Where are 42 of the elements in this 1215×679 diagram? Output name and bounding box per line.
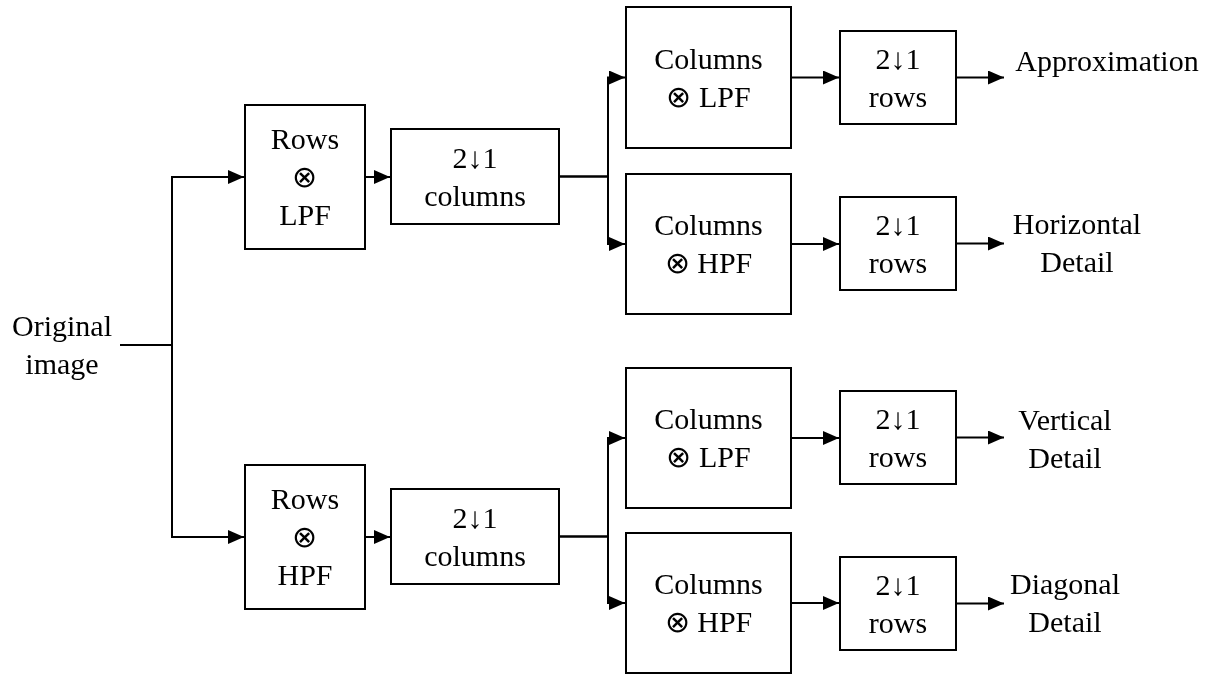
box-label: Columns ⊗ HPF [654,207,763,281]
process-box [244,464,366,610]
box-label: 2↓1 rows [868,206,928,281]
box-label: 2↓1 columns [424,139,526,214]
box-label: Rows ⊗ LPF [270,121,340,233]
box-label: Rows ⊗ HPF [270,481,340,593]
process-box [390,488,560,585]
signal-label: Original image [12,308,112,382]
arrow [559,535,626,610]
arrow [791,70,840,85]
box-label: Columns ⊗ HPF [654,566,763,640]
arrow [365,170,391,184]
process-box [625,532,792,674]
box-label: 2↓1 columns [424,499,526,574]
arrow [956,70,1005,85]
signal-label: Horizontal Detail [1012,206,1142,280]
arrow [956,596,1005,611]
process-box [244,104,366,250]
arrow [559,175,626,251]
arrow [791,596,840,610]
arrow [956,236,1005,251]
process-box [625,6,792,149]
arrow [365,530,391,544]
box-label: 2↓1 rows [868,400,928,475]
box-label: Columns ⊗ LPF [654,40,763,115]
process-box [839,556,957,651]
signal-label: Vertical Detail [1018,402,1112,476]
signal-label: Diagonal Detail [1010,566,1120,640]
process-box [839,390,957,485]
box-label: 2↓1 rows [868,566,928,641]
arrow [791,237,840,251]
process-box [390,128,560,225]
arrow [956,430,1005,445]
signal-label: Approximation [1015,43,1199,79]
box-label: Columns ⊗ LPF [654,401,763,475]
arrow [791,431,840,445]
box-label: 2↓1 rows [868,40,928,115]
arrow [119,344,245,544]
process-box [839,30,957,125]
process-box [839,196,957,291]
process-box [625,367,792,509]
process-box [625,173,792,315]
